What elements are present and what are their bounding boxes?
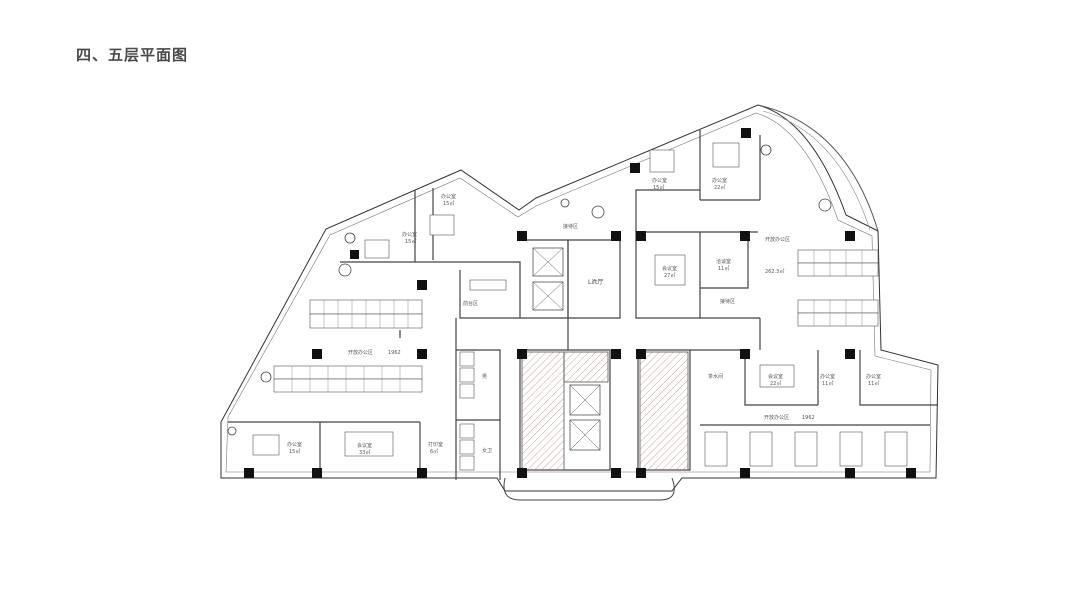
- plant-icon: [260, 371, 272, 383]
- column: [611, 468, 621, 478]
- plant-icon: [338, 263, 352, 277]
- label-office-a: 办公室: [402, 231, 417, 238]
- plant-icon: [818, 198, 832, 212]
- column: [417, 468, 427, 478]
- meeting-table-b: [759, 364, 795, 388]
- label-office-c-area: 15㎡: [653, 184, 664, 191]
- desk: [364, 239, 390, 259]
- label-open-office-left-area: 1962: [388, 350, 401, 356]
- label-office-g: 办公室: [287, 441, 302, 448]
- column: [517, 231, 527, 241]
- label-meeting-a: 会议室: [662, 265, 677, 272]
- toilet-stall: [459, 439, 475, 455]
- desk: [429, 214, 455, 236]
- label-print-room-area: 6㎡: [430, 448, 438, 455]
- curved-balcony: [757, 104, 879, 232]
- column: [741, 128, 751, 138]
- label-reception-2: 接待区: [720, 298, 735, 305]
- label-open-office-bottom: 开放办公区: [764, 414, 789, 421]
- toilet-stall: [459, 351, 475, 367]
- label-open-office-right-area: 262.3㎡: [765, 268, 784, 275]
- meeting-table-c: [344, 431, 394, 457]
- stair-core-mid: [563, 351, 609, 383]
- column: [740, 231, 750, 241]
- plant-icon: [344, 232, 356, 244]
- toilet-stall: [459, 455, 475, 471]
- label-office-e: 办公室: [820, 373, 835, 380]
- column: [611, 349, 621, 359]
- label-office-f-area: 11㎡: [868, 380, 879, 387]
- column: [517, 349, 527, 359]
- label-office-f: 办公室: [866, 373, 881, 380]
- label-open-office-right: 开放办公区: [765, 236, 790, 243]
- label-meeting-b: 会议室: [768, 373, 783, 380]
- column: [350, 250, 359, 259]
- label-wc-f: 女卫: [482, 447, 492, 454]
- toilet-stall: [459, 367, 475, 383]
- column: [636, 231, 646, 241]
- toilet-stall: [459, 383, 475, 399]
- label-lobby: Lift厅: [588, 279, 603, 286]
- label-negotiation: 洽谈室: [716, 258, 731, 265]
- column: [312, 468, 322, 478]
- stair-core-right: [639, 351, 689, 471]
- workstations-bottom-right: [704, 431, 908, 467]
- column: [845, 468, 855, 478]
- entrance-arc: [503, 477, 675, 501]
- workstations-left-bottom: [273, 365, 423, 393]
- column: [740, 349, 750, 359]
- page-title: 四、五层平面图: [76, 46, 189, 64]
- label-open-office-bottom-area: 1962: [802, 415, 815, 421]
- label-meeting-c-area: 33㎡: [359, 449, 370, 456]
- label-meeting-b-area: 22㎡: [770, 380, 781, 387]
- label-reception: 接待区: [563, 223, 578, 230]
- column: [845, 231, 855, 241]
- column: [244, 468, 254, 478]
- column: [417, 280, 427, 290]
- label-meeting-a-area: 27㎡: [664, 272, 675, 279]
- label-front-desk: 前台区: [463, 300, 478, 307]
- column: [906, 468, 916, 478]
- column: [740, 468, 750, 478]
- plant-icon: [227, 426, 237, 436]
- plant-icon: [591, 205, 605, 219]
- label-pantry: 茶水间: [708, 373, 723, 380]
- label-negotiation-area: 11㎡: [718, 265, 729, 272]
- column: [312, 349, 322, 359]
- desk: [649, 149, 675, 173]
- column: [636, 349, 646, 359]
- label-office-b: 办公室: [441, 193, 456, 200]
- label-office-b-area: 15㎡: [443, 200, 454, 207]
- plant-icon: [560, 198, 570, 208]
- column: [630, 163, 640, 173]
- stair-core-left: [521, 351, 565, 471]
- column: [611, 231, 621, 241]
- desk: [712, 142, 740, 168]
- label-print-room: 打印室: [428, 441, 443, 448]
- plant-icon: [760, 144, 772, 156]
- label-meeting-c: 会议室: [357, 442, 372, 449]
- toilet-stall: [459, 423, 475, 439]
- column: [417, 349, 427, 359]
- label-open-office-left: 开放办公区: [348, 349, 373, 356]
- workstations-right-bottom: [797, 299, 879, 327]
- label-wc-m: 男: [482, 374, 487, 380]
- desk: [469, 279, 507, 291]
- label-office-d-area: 22㎡: [714, 184, 725, 191]
- column: [517, 468, 527, 478]
- label-office-a-area: 15㎡: [405, 238, 416, 245]
- meeting-table-a: [654, 254, 686, 286]
- column: [636, 468, 646, 478]
- desk: [252, 434, 280, 456]
- column: [845, 349, 855, 359]
- workstations-right-top: [797, 249, 879, 277]
- label-office-e-area: 11㎡: [822, 380, 833, 387]
- label-office-d: 办公室: [712, 177, 727, 184]
- label-office-c: 办公室: [652, 177, 667, 184]
- label-office-g-area: 15㎡: [289, 448, 300, 455]
